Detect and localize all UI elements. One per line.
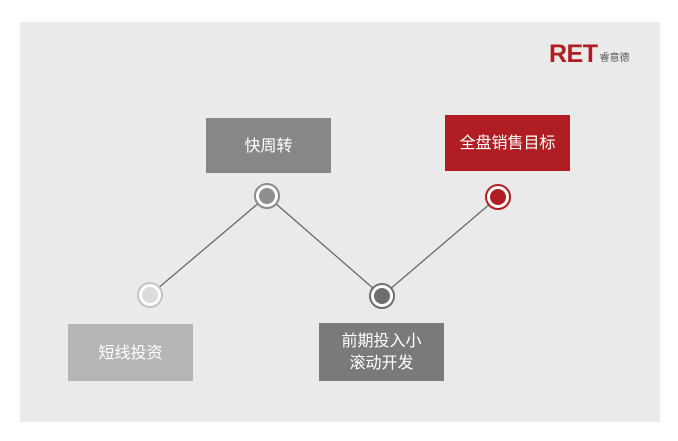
step-box-short: 短线投资 xyxy=(68,324,193,381)
logo-subtext: 睿意德 xyxy=(599,53,630,64)
logo-wordmark: RET xyxy=(549,40,598,68)
zigzag-line xyxy=(149,195,499,297)
node-short xyxy=(137,282,163,308)
step-box-rolling: 前期投入小 滚动开发 xyxy=(319,323,444,381)
step-label-short: 短线投资 xyxy=(98,342,163,362)
step-label-rolling: 前期投入小 滚动开发 xyxy=(341,331,422,372)
node-turnover xyxy=(254,183,280,209)
node-target xyxy=(485,184,511,210)
step-label-target: 全盘销售目标 xyxy=(459,133,556,152)
step-box-target: 全盘销售目标 xyxy=(445,115,570,171)
step-box-turnover: 快周转 xyxy=(206,118,331,173)
step-label-turnover: 快周转 xyxy=(244,135,293,155)
brand-logo: RET 睿意德 xyxy=(549,42,630,67)
node-rolling xyxy=(369,283,395,309)
